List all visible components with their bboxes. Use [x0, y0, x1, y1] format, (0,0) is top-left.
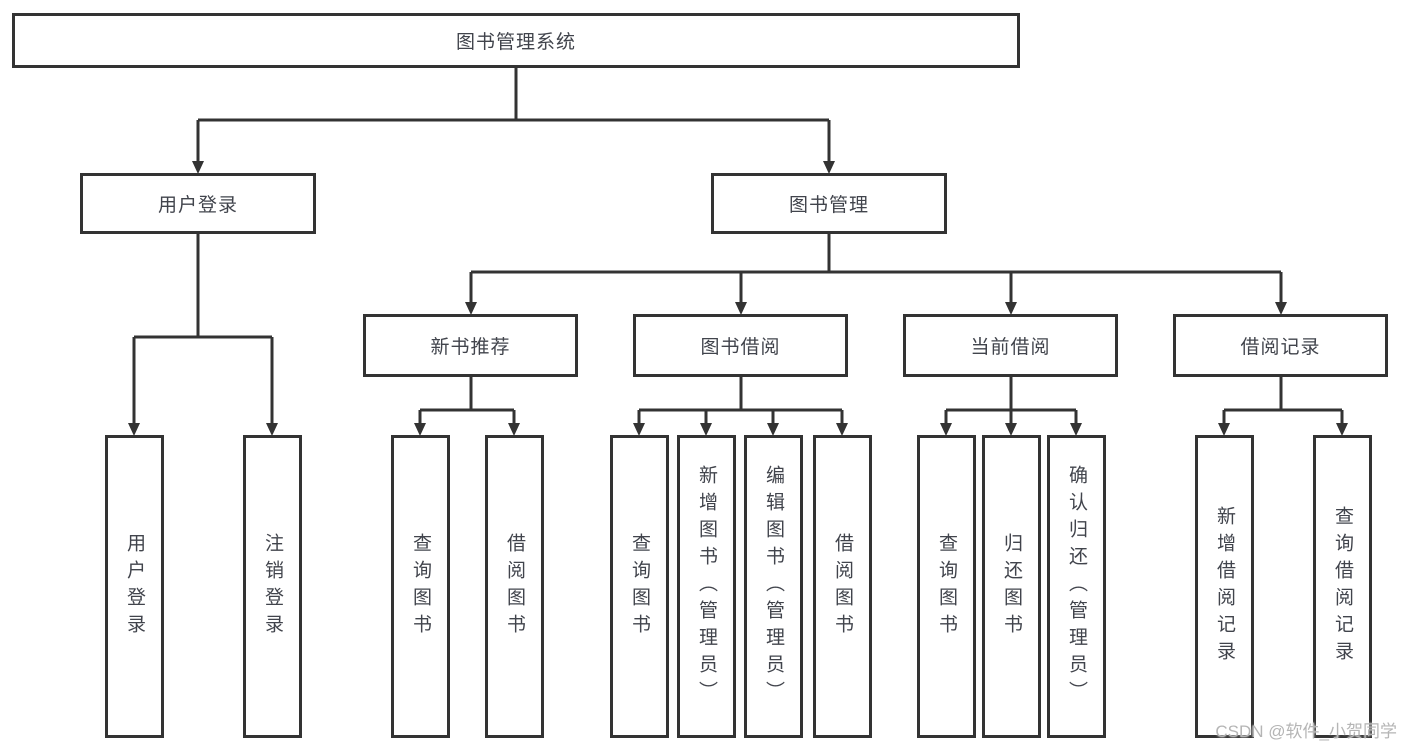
connector-new-book-recommend [418, 377, 516, 423]
leaf-add-book-admin: 新增图书（管理员） [677, 435, 736, 738]
leaf-query-books-borrow: 查询图书 [610, 435, 669, 738]
node-label: 编辑图书（管理员） [763, 465, 784, 708]
leaf-confirm-return-admin: 确认归还（管理员） [1047, 435, 1106, 738]
node-label: 借阅图书 [832, 532, 853, 641]
leaf-query-borrow-record: 查询借阅记录 [1313, 435, 1372, 738]
connector-root [196, 68, 831, 161]
node-label: 新增借阅记录 [1214, 505, 1235, 668]
node-label: 新书推荐 [430, 337, 511, 358]
node-new-book-recommend: 新书推荐 [363, 314, 578, 377]
connector-current-borrow [944, 377, 1078, 423]
node-label: 图书管理 [788, 195, 869, 216]
connector-user-login [132, 234, 274, 423]
node-label: 借阅记录 [1240, 337, 1321, 358]
node-label: 注销登录 [262, 532, 283, 641]
node-library-management-system: 图书管理系统 [12, 13, 1020, 68]
connector-book-management [469, 234, 1283, 302]
node-label: 归还图书 [1001, 532, 1022, 641]
node-label: 用户登录 [157, 195, 238, 216]
node-current-borrow: 当前借阅 [903, 314, 1118, 377]
connector-borrow-records [1222, 377, 1344, 423]
node-label: 新增图书（管理员） [696, 465, 717, 708]
node-label: 查询借阅记录 [1332, 505, 1353, 668]
node-label: 确认归还（管理员） [1066, 465, 1087, 708]
node-label: 查询图书 [936, 532, 957, 641]
node-book-borrow: 图书借阅 [633, 314, 848, 377]
leaf-query-books-recommend: 查询图书 [391, 435, 450, 738]
node-label: 图书借阅 [700, 337, 781, 358]
leaf-edit-book-admin: 编辑图书（管理员） [744, 435, 803, 738]
leaf-return-book: 归还图书 [982, 435, 1041, 738]
node-user-login: 用户登录 [80, 173, 316, 234]
leaf-query-books-current: 查询图书 [917, 435, 976, 738]
leaf-logout: 注销登录 [243, 435, 302, 738]
connector-book-borrow [637, 377, 844, 423]
node-label: 查询图书 [629, 532, 650, 641]
node-label: 图书管理系统 [455, 32, 576, 53]
csdn-watermark: CSDN @软件_小贺同学 [1215, 722, 1397, 741]
leaf-borrow-books-recommend: 借阅图书 [485, 435, 544, 738]
node-label: 当前借阅 [970, 337, 1051, 358]
node-label: 借阅图书 [504, 532, 525, 641]
node-label: 查询图书 [410, 532, 431, 641]
leaf-borrow-books: 借阅图书 [813, 435, 872, 738]
leaf-user-login: 用户登录 [105, 435, 164, 738]
node-borrow-records: 借阅记录 [1173, 314, 1388, 377]
node-label: 用户登录 [124, 532, 145, 641]
leaf-add-borrow-record: 新增借阅记录 [1195, 435, 1254, 738]
node-book-management: 图书管理 [711, 173, 947, 234]
